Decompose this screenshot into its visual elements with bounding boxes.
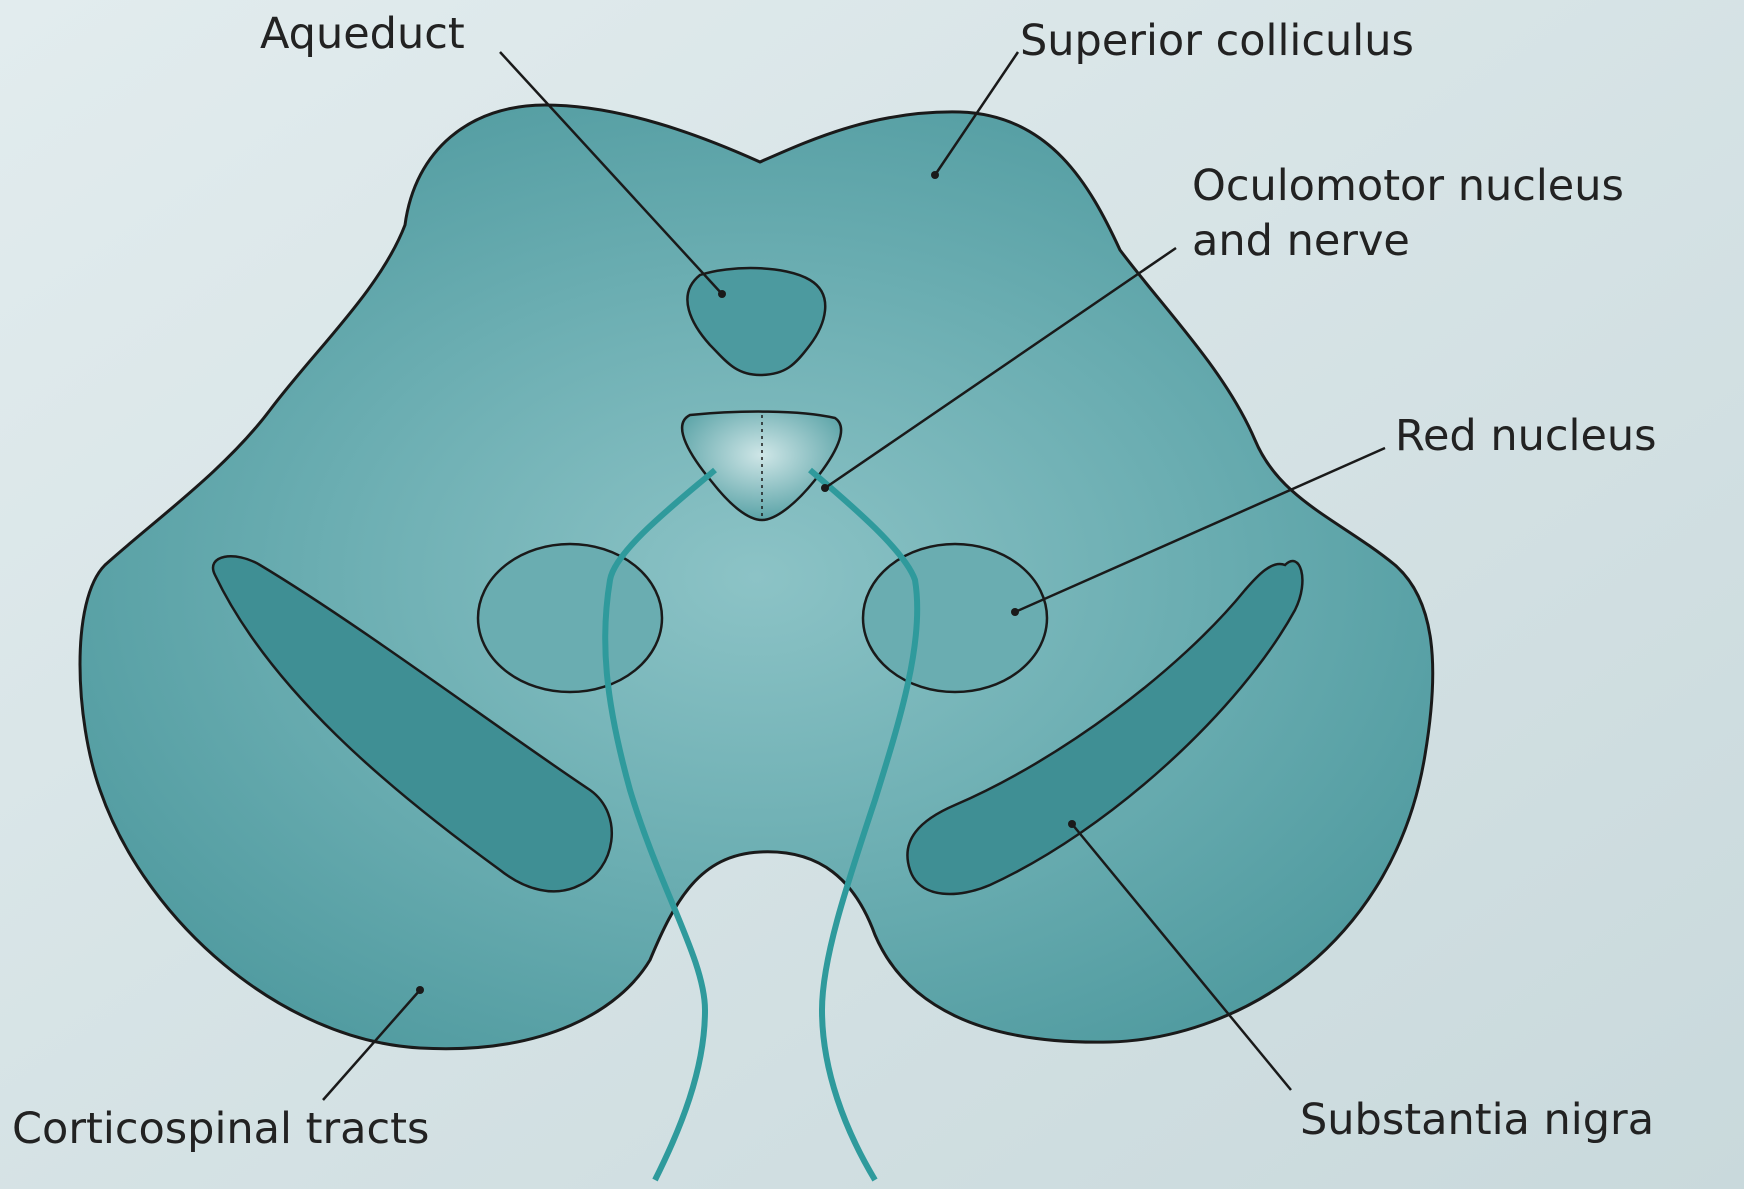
leader-dot-red-nucleus	[1011, 608, 1019, 616]
label-corticospinal-tracts: Corticospinal tracts	[12, 1104, 429, 1154]
label-oculomotor-line2: and nerve	[1192, 216, 1410, 266]
red-nucleus-left	[478, 544, 662, 692]
label-red-nucleus: Red nucleus	[1395, 411, 1657, 461]
label-substantia-nigra: Substantia nigra	[1300, 1095, 1654, 1145]
leader-dot-corticospinal	[416, 986, 424, 994]
red-nucleus-right	[863, 544, 1047, 692]
leader-dot-superior-colliculus	[931, 171, 939, 179]
label-aqueduct: Aqueduct	[260, 9, 465, 59]
label-superior-colliculus: Superior colliculus	[1020, 16, 1414, 66]
leader-dot-substantia-nigra	[1068, 820, 1076, 828]
label-oculomotor-line1: Oculomotor nucleus	[1192, 161, 1624, 211]
leader-dot-aqueduct	[718, 290, 726, 298]
leader-dot-oculomotor	[821, 484, 829, 492]
